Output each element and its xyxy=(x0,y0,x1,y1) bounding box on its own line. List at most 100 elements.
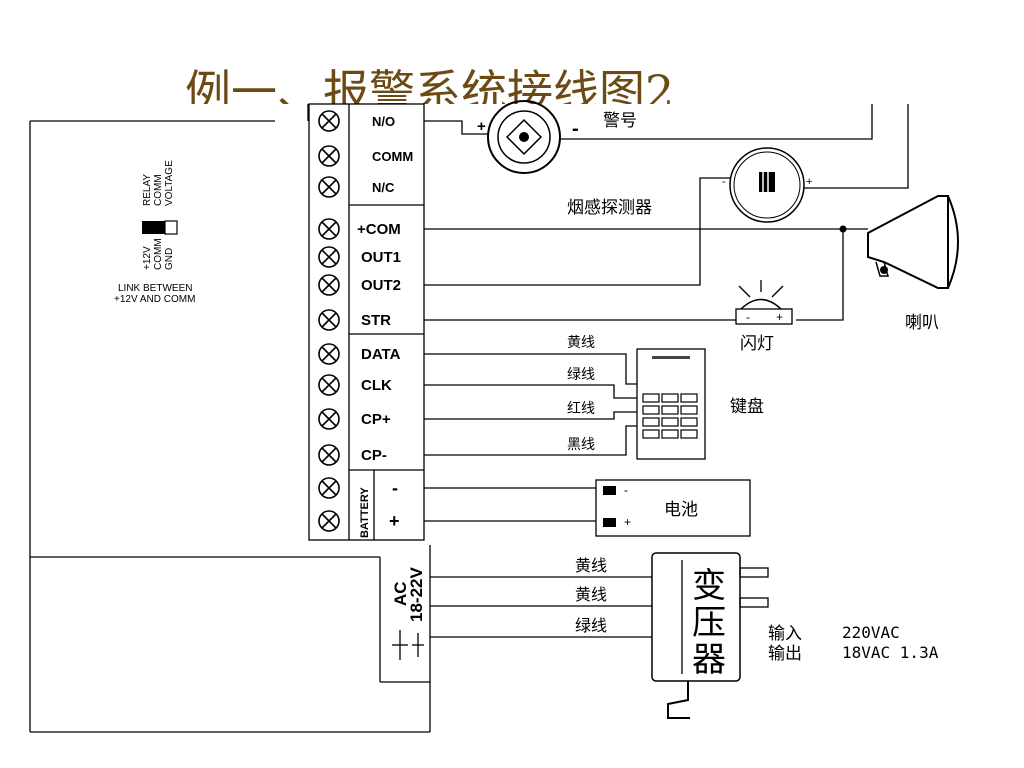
wire-no-siren xyxy=(424,120,488,135)
jumper-cap xyxy=(142,221,165,234)
ac-label: AC xyxy=(391,581,410,606)
keypad-key xyxy=(661,429,679,439)
screw-icon xyxy=(318,176,340,198)
keypad-key xyxy=(661,405,679,415)
keypad-key xyxy=(642,429,660,439)
keypad-key xyxy=(680,429,698,439)
screw-icon xyxy=(318,374,340,396)
ac-voltage-label: 18-22V xyxy=(407,567,426,622)
wire-label-green: 绿线 xyxy=(567,367,595,383)
smoke-plus: + xyxy=(806,176,812,188)
wire-label-gnd: 绿线 xyxy=(575,616,607,635)
link-note-1: LINK BETWEEN xyxy=(118,283,192,294)
spec-output-value: 18VAC 1.3A xyxy=(842,643,939,662)
spec-output-label: 输出 xyxy=(768,644,802,664)
wire-label-black: 黑线 xyxy=(567,437,595,453)
keypad-key xyxy=(680,405,698,415)
screw-icon xyxy=(318,145,340,167)
wire-siren-minus xyxy=(560,104,873,140)
terminal-label-cp: CP+ xyxy=(361,411,391,428)
keypad-key xyxy=(661,393,679,403)
terminal-label-nc: N/C xyxy=(372,180,395,195)
siren-label: 警号 xyxy=(603,111,637,131)
transformer-char-3: 器 xyxy=(692,640,726,680)
wire-label-red: 红线 xyxy=(567,401,595,417)
terminal-label-str: STR xyxy=(361,312,391,329)
terminal-label-com: +COM xyxy=(357,221,401,238)
keypad-key xyxy=(661,417,679,427)
spec-input-value: 220VAC xyxy=(842,623,900,642)
link-note-2: +12V AND COMM xyxy=(114,294,195,305)
screw-icon xyxy=(318,309,340,331)
wire-label-yellow: 黄线 xyxy=(567,334,595,351)
jumper-pin-labels: +12V COMM GND xyxy=(142,238,175,270)
jumper-pin xyxy=(164,220,178,235)
wire-out2-smoke xyxy=(424,177,730,286)
comm-label: COMM xyxy=(153,174,164,206)
terminal-screws xyxy=(318,110,340,532)
wire-label-ac1: 黄线 xyxy=(575,556,607,575)
wire-com-strobe xyxy=(796,229,844,321)
battery-minus-label: - xyxy=(392,478,398,498)
strobe-icon xyxy=(735,280,793,325)
keypad-key xyxy=(642,417,660,427)
transformer-char-1: 变 xyxy=(692,566,726,606)
voltage-label: VOLTAGE xyxy=(164,160,175,206)
terminal-label-out2: OUT2 xyxy=(361,277,401,294)
smoke-minus: - xyxy=(722,176,726,188)
terminal-block xyxy=(308,103,425,541)
relay-jumper-labels: RELAY COMM VOLTAGE xyxy=(142,160,175,206)
screw-icon xyxy=(318,110,340,132)
siren-plus: + xyxy=(477,118,486,135)
strobe-plus: + xyxy=(776,310,783,324)
screw-icon xyxy=(318,343,340,365)
wire-data-keypad xyxy=(424,353,637,385)
terminal-label-clk: CLK xyxy=(361,377,392,394)
keypad-key xyxy=(680,417,698,427)
keypad-keys xyxy=(642,393,698,439)
battery-device-label: 电池 xyxy=(664,500,698,520)
screw-icon xyxy=(318,444,340,466)
wire-clk-keypad xyxy=(424,384,637,399)
terminal-block-frame xyxy=(308,103,425,541)
battery-minus-mark: - xyxy=(624,483,628,497)
wire-cpminus-keypad xyxy=(424,425,637,456)
speaker-icon xyxy=(867,195,959,289)
transformer-icon xyxy=(651,552,769,719)
smoke-detector-icon xyxy=(729,147,805,223)
screw-icon xyxy=(318,408,340,430)
screw-icon xyxy=(318,477,340,499)
keypad-key xyxy=(642,393,660,403)
spec-input-label: 输入 xyxy=(768,624,802,644)
jumper-12v-label: +12V xyxy=(142,246,153,270)
battery-plus-mark: + xyxy=(624,515,631,529)
keypad-label: 键盘 xyxy=(730,397,764,417)
screw-icon xyxy=(318,246,340,268)
transformer-char-2: 压 xyxy=(692,603,726,643)
keypad-key xyxy=(642,405,660,415)
screw-icon xyxy=(318,274,340,296)
siren-icon xyxy=(487,100,561,174)
wire-label-ac2: 黄线 xyxy=(575,585,607,604)
terminal-label-no: N/O xyxy=(372,114,395,129)
screw-icon xyxy=(318,510,340,532)
jumper-comm-label: COMM xyxy=(153,238,164,270)
jumper xyxy=(142,220,178,235)
terminal-label-out1: OUT1 xyxy=(361,249,401,266)
battery-plus-label: + xyxy=(389,511,400,531)
jumper-gnd-label: GND xyxy=(164,248,175,270)
battery-icon xyxy=(595,479,751,537)
terminal-label-cp: CP- xyxy=(361,447,387,464)
strobe-minus: - xyxy=(746,310,750,324)
relay-label: RELAY xyxy=(142,174,153,206)
battery-terminal-label: BATTERY xyxy=(359,487,371,538)
smoke-detector-label: 烟感探测器 xyxy=(567,198,652,218)
keypad-key xyxy=(680,393,698,403)
terminal-label-data: DATA xyxy=(361,346,401,363)
strobe-label: 闪灯 xyxy=(740,334,774,354)
screw-icon xyxy=(318,218,340,240)
keypad-icon xyxy=(636,348,706,460)
speaker-label: 喇叭 xyxy=(905,313,939,333)
